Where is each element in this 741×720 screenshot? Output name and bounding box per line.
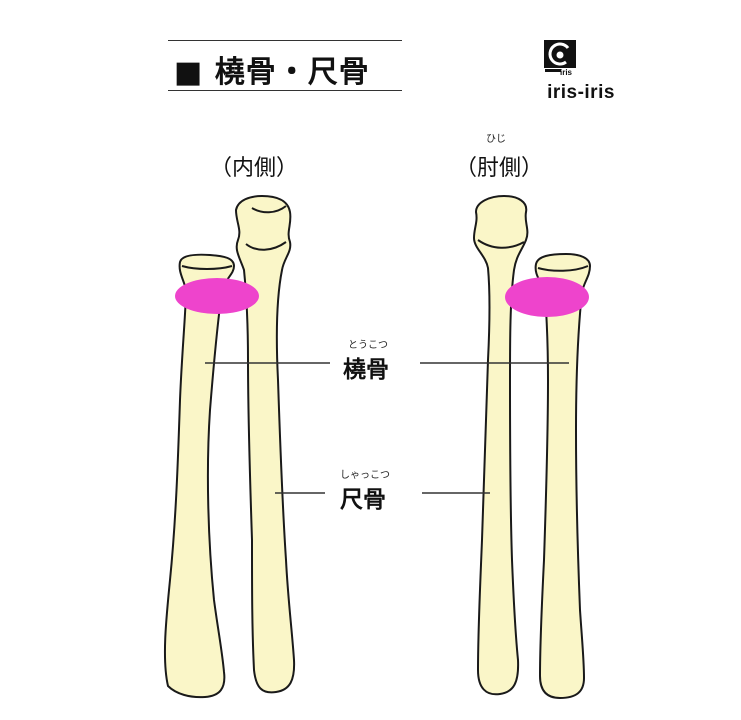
logo-small-text: iris <box>560 68 573 77</box>
logo-text: iris-iris <box>547 82 615 103</box>
view-label-medial: （内側） <box>210 156 299 181</box>
view-ruby-elbow: ひじ <box>486 134 506 145</box>
logo-mark-icon <box>544 40 576 72</box>
left-radius-bone <box>163 253 235 699</box>
title-rule-bottom <box>168 90 402 91</box>
left-radial-head-highlight <box>175 278 259 314</box>
right-radial-head-highlight <box>505 277 589 317</box>
radius-ruby: とうこつ <box>348 340 388 351</box>
ulna-label: 尺骨 <box>340 487 386 513</box>
title-block: ■ 橈骨・尺骨 <box>168 40 402 92</box>
right-radius-bone <box>534 253 591 699</box>
iris-logo: iris iris-iris <box>536 38 626 106</box>
page-title: ■ 橈骨・尺骨 <box>174 55 370 90</box>
ulna-ruby: しゃっこつ <box>340 470 390 481</box>
right-ulna-bone <box>473 195 529 696</box>
left-ulna-bone <box>235 195 296 694</box>
view-label-elbow: （肘側） <box>455 156 544 181</box>
title-rule-top <box>168 40 402 41</box>
radius-label: 橈骨 <box>343 357 389 383</box>
